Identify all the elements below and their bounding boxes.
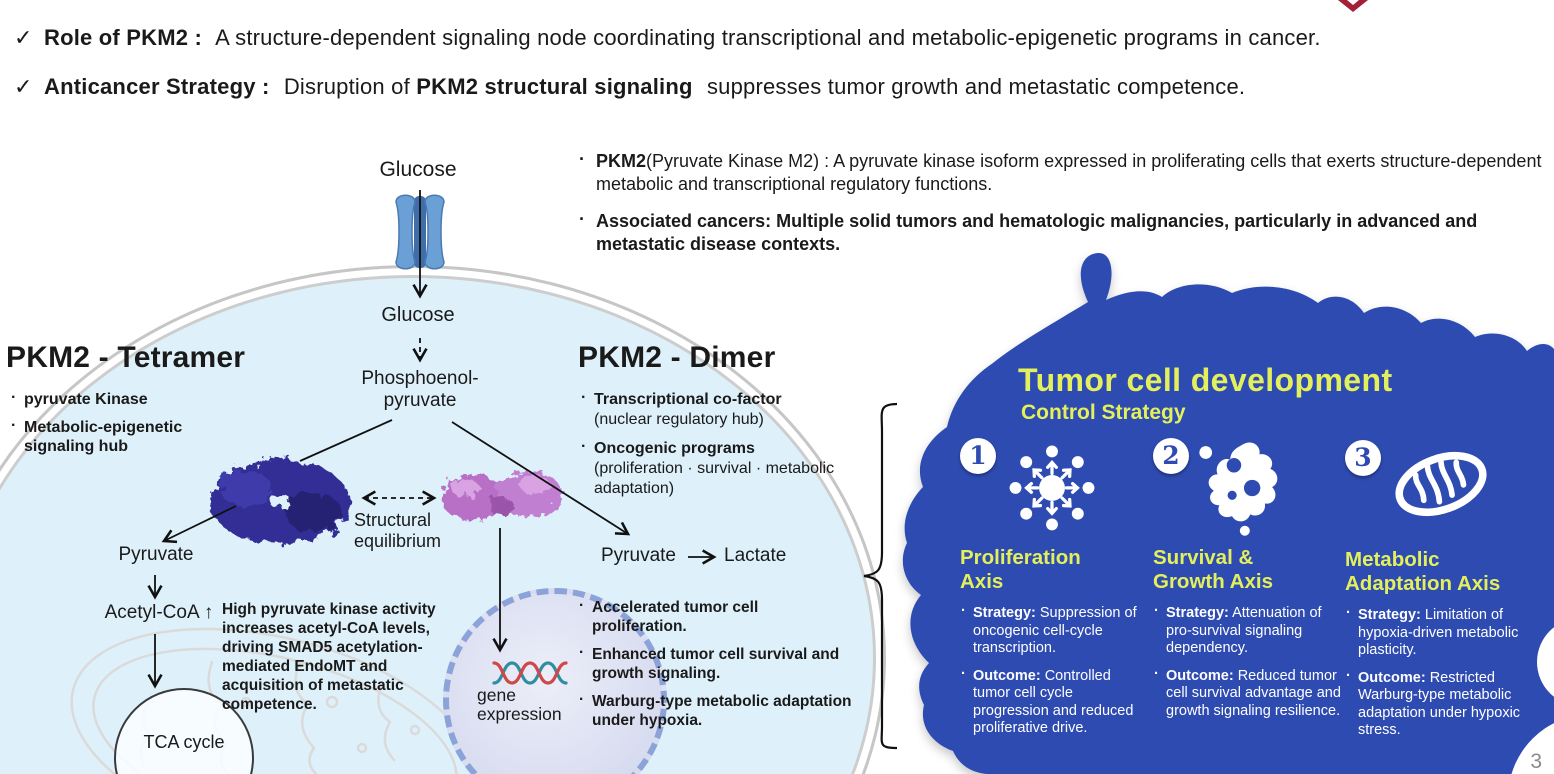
effect-item: Warburg-type metabolic adaptation under … bbox=[578, 690, 854, 730]
dimer-title: PKM2 - Dimer bbox=[578, 341, 776, 374]
checkmark-icon: ✓ bbox=[14, 25, 33, 50]
tetramer-title: PKM2 - Tetramer bbox=[6, 341, 246, 374]
tumor-cell-icon bbox=[1199, 442, 1278, 536]
key-point-strategy-label: Anticancer Strategy : bbox=[44, 74, 270, 99]
metastasis-note: High pyruvate kinase activity increases … bbox=[222, 601, 436, 713]
column-header: 1 bbox=[960, 438, 1142, 542]
strategy-column-metabolic: 3 Metabolic Adaptation Axis Strategy: Li… bbox=[1345, 440, 1550, 750]
strategy-panel-subtitle: Control Strategy bbox=[1021, 401, 1186, 424]
pyruvate-right-label: Pyruvate bbox=[601, 545, 676, 566]
info-bullet-pkm2: PKM2(Pyruvate Kinase M2) : A pyruvate ki… bbox=[578, 148, 1543, 196]
page-number: 3 bbox=[1530, 750, 1542, 773]
column-bullets: Strategy: Attenuation of pro-survival si… bbox=[1153, 603, 1351, 721]
tetramer-bullet: Metabolic-epigenetic signaling hub bbox=[10, 416, 200, 456]
strategy-bullet: Strategy: Limitation of hypoxia-driven m… bbox=[1345, 605, 1550, 660]
glucose-intracellular-label: Glucose bbox=[381, 304, 455, 326]
pkm2-info: PKM2(Pyruvate Kinase M2) : A pyruvate ki… bbox=[578, 148, 1543, 270]
glucose-extracellular-label: Glucose bbox=[379, 158, 457, 181]
number-badge: 1 bbox=[960, 438, 996, 474]
proliferation-icon bbox=[1007, 443, 1097, 532]
tca-cycle-label: TCA cycle bbox=[143, 732, 225, 752]
pep-label: Phosphoenol- pyruvate bbox=[361, 368, 479, 411]
checkmark-icon: ✓ bbox=[14, 74, 33, 99]
pyruvate-left-label: Pyruvate bbox=[118, 544, 194, 565]
lactate-label: Lactate bbox=[724, 545, 787, 566]
dna-icon bbox=[492, 661, 568, 685]
number-badge: 3 bbox=[1345, 440, 1381, 476]
effect-item: Accelerated tumor cell proliferation. bbox=[578, 596, 854, 636]
column-bullets: Strategy: Limitation of hypoxia-driven m… bbox=[1345, 605, 1550, 740]
key-point-strategy-pre: Disruption of bbox=[283, 74, 410, 99]
dimer-effects: Accelerated tumor cell proliferation. En… bbox=[578, 596, 854, 739]
strategy-bullet: Strategy: Attenuation of pro-survival si… bbox=[1153, 603, 1351, 658]
column-heading: Metabolic Adaptation Axis bbox=[1345, 548, 1501, 595]
pkm2-dimer-protein bbox=[441, 471, 562, 521]
info-bullet-cancers: Associated cancers: Multiple solid tumor… bbox=[578, 208, 1543, 256]
effect-item: Enhanced tumor cell survival and growth … bbox=[578, 643, 854, 683]
key-point-strategy-bold: PKM2 structural signaling bbox=[416, 74, 693, 99]
column-header: 2 bbox=[1153, 438, 1351, 542]
strategy-column-survival: 2 Survival & Growth Axis Strategy: Atten… bbox=[1153, 438, 1351, 730]
structural-equilibrium-label: Structural equilibrium bbox=[354, 510, 442, 551]
column-header: 3 bbox=[1345, 440, 1550, 544]
key-point-strategy-post: suppresses tumor growth and metastatic c… bbox=[706, 74, 1246, 99]
tetramer-bullets: pyruvate Kinase Metabolic-epigenetic sig… bbox=[10, 388, 200, 465]
column-heading: Survival & Growth Axis bbox=[1153, 546, 1273, 593]
tetramer-bullet: pyruvate Kinase bbox=[10, 388, 200, 409]
logo-chevron-icon bbox=[1338, 0, 1368, 12]
acetyl-coa-label: Acetyl-CoA ↑ bbox=[104, 602, 214, 623]
dimer-bullets: Transcriptional co-factor (nuclear regul… bbox=[580, 388, 860, 508]
column-heading: Proliferation Axis bbox=[960, 546, 1081, 593]
gene-expression-label: gene expression bbox=[477, 685, 562, 724]
pkm2-tetramer-protein bbox=[210, 460, 350, 544]
column-bullets: Strategy: Suppression of oncogenic cell-… bbox=[960, 603, 1142, 738]
key-point-role-label: Role of PKM2 : bbox=[44, 25, 203, 50]
key-point-role: ✓ Role of PKM2 : A structure-dependent si… bbox=[14, 25, 1321, 51]
key-point-strategy: ✓ Anticancer Strategy : Disruption of PKM… bbox=[14, 74, 1245, 100]
dimer-bullet: Oncogenic programs (proliferation · surv… bbox=[580, 437, 860, 499]
mitochondria-icon bbox=[1395, 451, 1487, 517]
strategy-panel-title: Tumor cell development bbox=[1018, 362, 1393, 398]
key-point-role-text: A structure-dependent signaling node coo… bbox=[215, 25, 1321, 50]
outcome-bullet: Outcome: Restricted Warburg-type metabol… bbox=[1345, 668, 1550, 740]
strategy-bullet: Strategy: Suppression of oncogenic cell-… bbox=[960, 603, 1142, 658]
number-badge: 2 bbox=[1153, 438, 1189, 474]
outcome-bullet: Outcome: Controlled tumor cell cycle pro… bbox=[960, 666, 1142, 738]
glucose-transporter-icon bbox=[395, 194, 445, 270]
strategy-column-proliferation: 1 Prolifer bbox=[960, 438, 1142, 748]
dimer-bullet: Transcriptional co-factor (nuclear regul… bbox=[580, 388, 860, 430]
outcome-bullet: Outcome: Reduced tumor cell survival adv… bbox=[1153, 666, 1351, 721]
